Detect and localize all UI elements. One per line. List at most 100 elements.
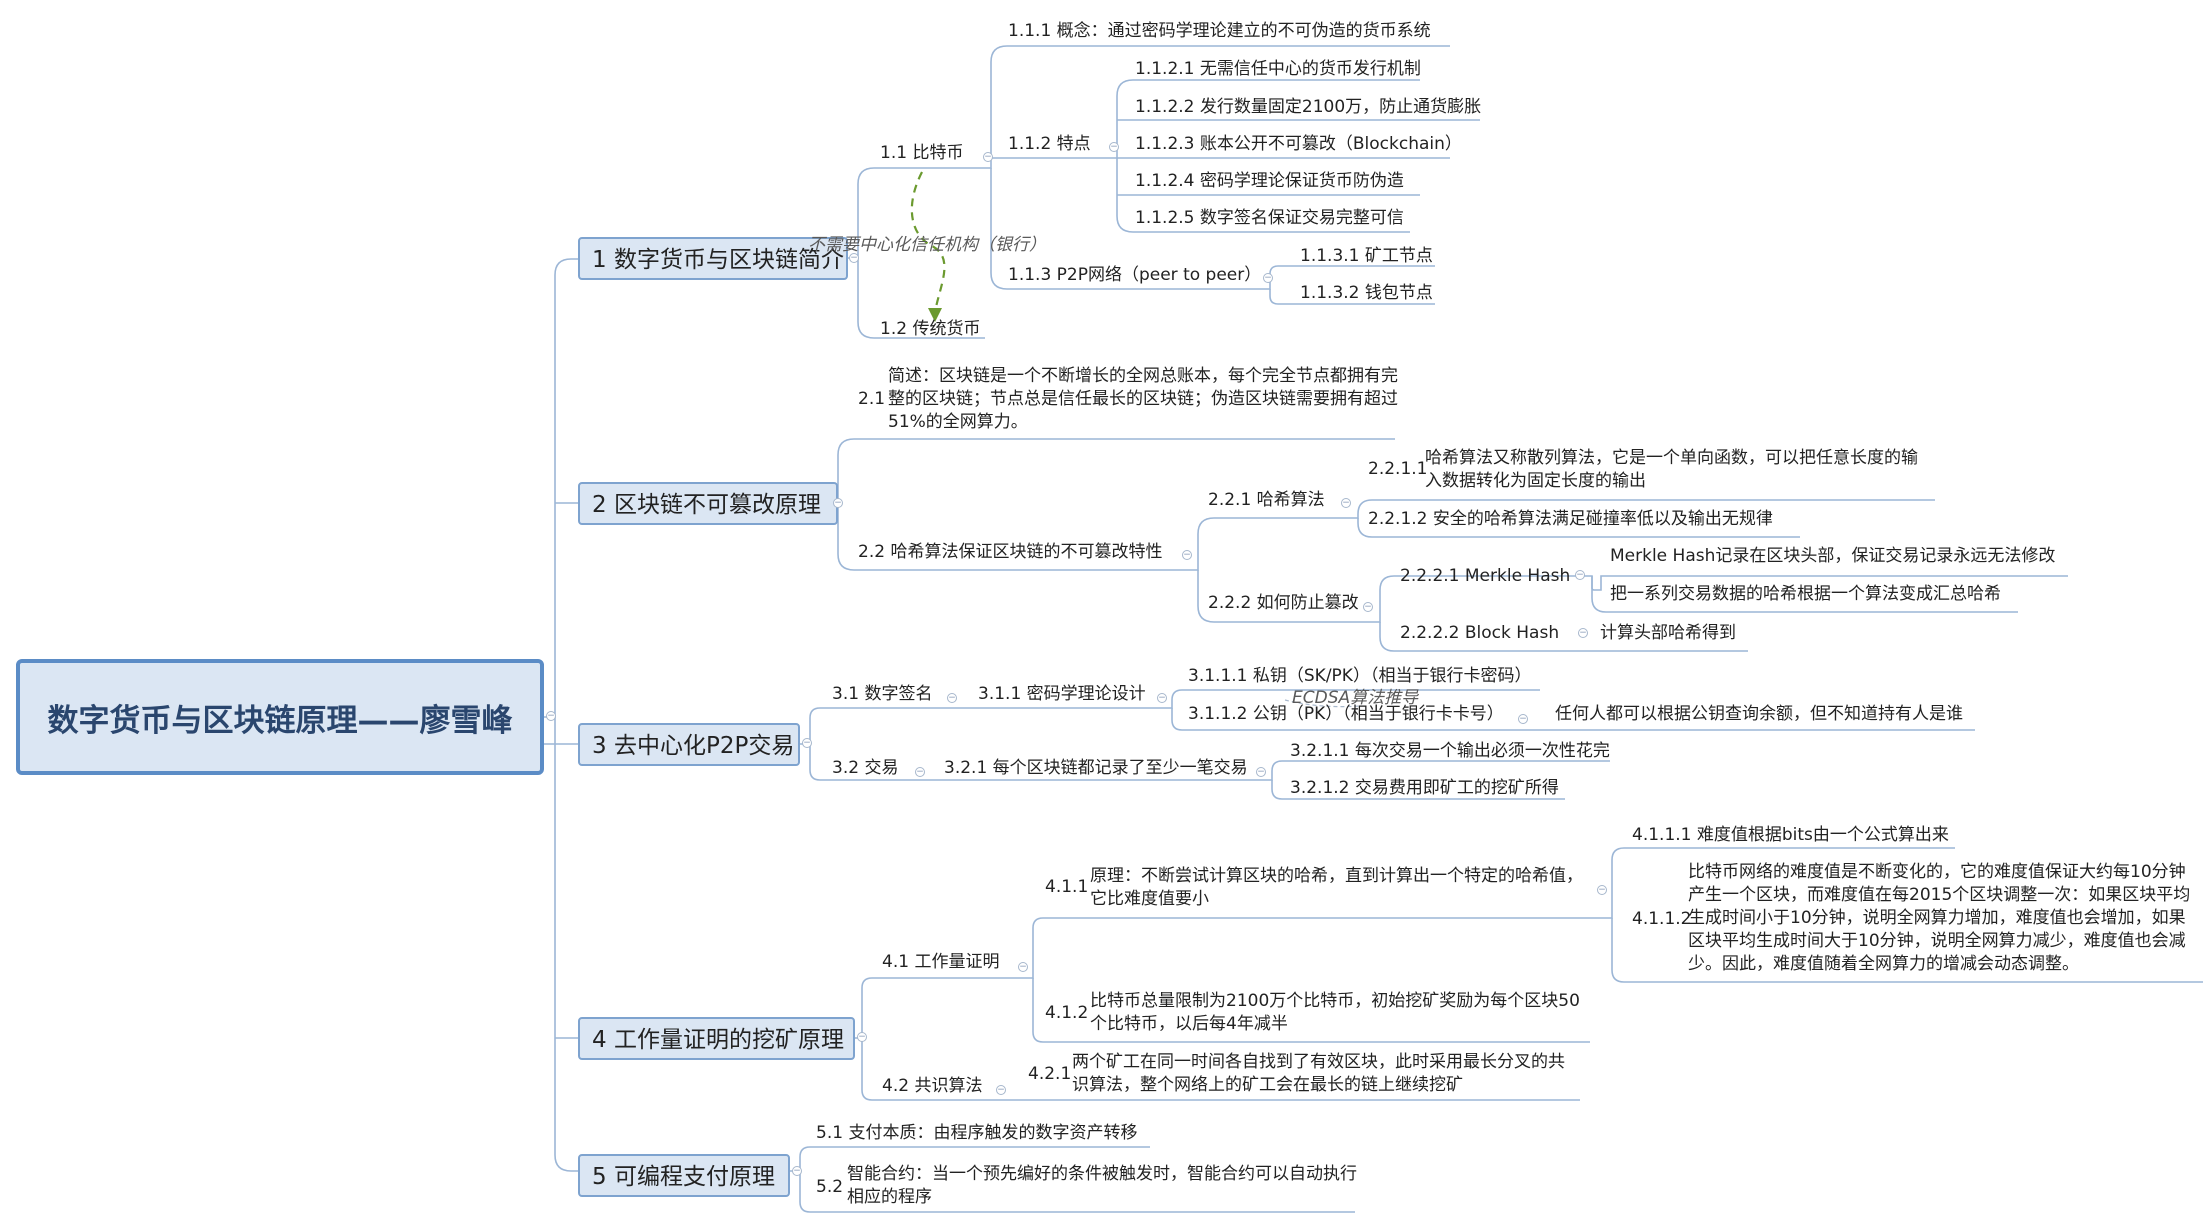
connector: [1025, 917, 1600, 979]
root-topic[interactable]: 数字货币与区块链原理——廖雪峰: [16, 659, 544, 775]
topic-2-2-2[interactable]: 2.2.2 如何防止篡改: [1208, 593, 1359, 613]
topic-3-1-1[interactable]: 3.1.1 密码学理论设计: [978, 684, 1146, 704]
topic-4-1-2-number: 4.1.2: [1045, 1003, 1089, 1023]
topic-2-1[interactable]: 简述：区块链是一个不断增长的全网总账本，每个完全节点都拥有完整的区块链；节点总是…: [888, 366, 1398, 432]
topic-3-2-1-1[interactable]: 3.2.1.1 每次交易一个输出必须一次性花完: [1290, 741, 1610, 761]
connector: [1197, 570, 1370, 623]
relationship-label[interactable]: 不需要中心化信任机构（银行）: [808, 235, 1046, 255]
topic-1-1-2[interactable]: 1.1.2 特点: [1008, 134, 1091, 154]
topic-4-1-1-2[interactable]: 比特币网络的难度值是不断变化的，它的难度值保证大约每10分钟产生一个区块，而难度…: [1688, 862, 2191, 974]
collapse-toggle-icon[interactable]: −: [1578, 628, 1588, 638]
collapse-toggle-icon[interactable]: −: [849, 253, 859, 263]
topic-2-2-2-2-a[interactable]: 计算头部哈希得到: [1600, 623, 1736, 643]
collapse-toggle-icon[interactable]: −: [1157, 693, 1167, 703]
topic-4-1-1[interactable]: 原理：不断尝试计算区块的哈希，直到计算出一个特定的哈希值，它比难度值要小: [1090, 866, 1583, 909]
collapse-toggle-icon[interactable]: −: [546, 711, 556, 721]
branch-3-topic[interactable]: 3 去中心化P2P交易: [578, 723, 800, 766]
connector: [857, 258, 985, 339]
connector: [1116, 158, 1410, 233]
connector: [1106, 79, 1420, 159]
topic-4-1-1-1[interactable]: 4.1.1.1 难度值根据bits由一个公式算出来: [1632, 825, 1949, 845]
collapse-toggle-icon[interactable]: −: [1341, 498, 1351, 508]
connector: [790, 1146, 1150, 1172]
branch-5-label: 5 可编程支付原理: [592, 1164, 775, 1190]
topic-1-1[interactable]: 1.1 比特币: [880, 143, 964, 163]
topic-1-1-3[interactable]: 1.1.3 P2P网络（peer to peer）: [1008, 265, 1262, 285]
collapse-toggle-icon[interactable]: −: [1109, 142, 1119, 152]
topic-1-1-2-1[interactable]: 1.1.2.1 无需信任中心的货币发行机制: [1135, 59, 1421, 79]
topic-1-1-2-4[interactable]: 1.1.2.4 密码学理论保证货币防伪造: [1135, 171, 1404, 191]
connector: [799, 1171, 1355, 1213]
topic-4-2-1[interactable]: 两个矿工在同一时间各自找到了有效区块，此时采用最长分叉的共识算法，整个网络上的矿…: [1072, 1052, 1565, 1095]
topic-3-1-1-2[interactable]: 3.1.1.2 公钥（PK）（相当于银行卡卡号）: [1188, 704, 1504, 724]
branch-5-topic[interactable]: 5 可编程支付原理: [578, 1154, 790, 1197]
connector: [837, 503, 1190, 571]
topic-1-1-3-1[interactable]: 1.1.3.1 矿工节点: [1300, 246, 1433, 266]
collapse-toggle-icon[interactable]: −: [1518, 714, 1528, 724]
topic-2-2-2-1[interactable]: 2.2.2.1 Merkle Hash: [1400, 566, 1571, 586]
topic-1-1-1[interactable]: 1.1.1 概念：通过密码学理论建立的不可伪造的货币系统: [1008, 21, 1431, 41]
connector: [981, 45, 1450, 169]
collapse-toggle-icon[interactable]: −: [1363, 602, 1373, 612]
topic-1-1-3-2[interactable]: 1.1.3.2 钱包节点: [1300, 283, 1433, 303]
branch-4-topic[interactable]: 4 工作量证明的挖矿原理: [578, 1017, 855, 1060]
topic-1-2[interactable]: 1.2 传统货币: [880, 319, 981, 339]
topic-3-2-1[interactable]: 3.2.1 每个区块链都记录了至少一笔交易: [944, 758, 1248, 778]
connector: [1611, 918, 2203, 983]
branch-1-topic[interactable]: 1 数字货币与区块链简介: [578, 237, 848, 280]
collapse-toggle-icon[interactable]: −: [1575, 570, 1585, 580]
connector: [1262, 760, 1610, 781]
topic-5-1[interactable]: 5.1 支付本质：由程序触发的数字资产转移: [816, 1123, 1138, 1143]
connector: [554, 717, 578, 1172]
topic-4-1-2[interactable]: 比特币总量限制为2100万个比特币，初始挖矿奖励为每个区块50个比特币，以后每4…: [1090, 991, 1580, 1034]
collapse-toggle-icon[interactable]: −: [792, 1166, 802, 1176]
topic-4-1[interactable]: 4.1 工作量证明: [882, 952, 1000, 972]
collapse-toggle-icon[interactable]: −: [983, 152, 993, 162]
branch-3-label: 3 去中心化P2P交易: [592, 733, 795, 759]
topic-2-1-number: 2.1: [858, 389, 886, 409]
collapse-toggle-icon[interactable]: −: [857, 1032, 867, 1042]
collapse-toggle-icon[interactable]: −: [947, 693, 957, 703]
topic-3-1[interactable]: 3.1 数字签名: [832, 684, 933, 704]
topic-2-2-1-2[interactable]: 2.2.1.2 安全的哈希算法满足碰撞率低以及输出无规律: [1368, 509, 1773, 529]
topic-3-2[interactable]: 3.2 交易: [832, 758, 899, 778]
connector: [1379, 622, 1580, 652]
topic-2-2[interactable]: 2.2 哈希算法保证区块链的不可篡改特性: [858, 542, 1163, 562]
collapse-toggle-icon[interactable]: −: [1018, 962, 1028, 972]
collapse-toggle-icon[interactable]: −: [996, 1085, 1006, 1095]
topic-5-2[interactable]: 智能合约：当一个预先编好的条件被触发时，智能合约可以自动执行相应的程序: [847, 1164, 1357, 1207]
topic-3-2-1-2[interactable]: 3.2.1.2 交易费用即矿工的挖矿所得: [1290, 778, 1559, 798]
relationship-arrow[interactable]: [910, 171, 946, 313]
collapse-toggle-icon[interactable]: −: [833, 498, 843, 508]
collapse-toggle-icon[interactable]: −: [1263, 273, 1273, 283]
topic-4-1-1-number: 4.1.1: [1045, 877, 1089, 897]
topic-2-2-1[interactable]: 2.2.1 哈希算法: [1208, 490, 1325, 510]
topic-2-2-1-1-number: 2.2.1.1: [1368, 459, 1428, 479]
connector: [809, 744, 922, 781]
topic-4-2-1-number: 4.2.1: [1028, 1064, 1072, 1084]
topic-1-1-2-5[interactable]: 1.1.2.5 数字签名保证交易完整可信: [1135, 208, 1404, 228]
topic-4-1-1-2-number: 4.1.1.2: [1632, 909, 1692, 929]
branch-2-topic[interactable]: 2 区块链不可篡改原理: [578, 482, 838, 525]
topic-2-2-2-1-a[interactable]: Merkle Hash记录在区块头部，保证交易记录永远无法修改: [1610, 546, 2056, 566]
connector: [1269, 289, 1435, 305]
collapse-toggle-icon[interactable]: −: [1182, 550, 1192, 560]
relationship-arrowhead: [928, 308, 942, 322]
connector: [861, 1038, 1025, 1101]
topic-3-1-1-1[interactable]: 3.1.1.1 私钥（SK/PK）（相当于银行卡密码）: [1188, 666, 1532, 686]
connector: [1162, 689, 1540, 709]
collapse-toggle-icon[interactable]: −: [802, 738, 812, 748]
collapse-toggle-icon[interactable]: −: [915, 767, 925, 777]
topic-2-2-2-1-b[interactable]: 把一系列交易数据的哈希根据一个算法变成汇总哈希: [1610, 584, 2001, 604]
collapse-toggle-icon[interactable]: −: [1256, 767, 1266, 777]
connector: [800, 707, 955, 745]
topic-1-1-2-3[interactable]: 1.1.2.3 账本公开不可篡改（Blockchain）: [1135, 134, 1462, 154]
collapse-toggle-icon[interactable]: −: [1597, 885, 1607, 895]
topic-2-2-2-2[interactable]: 2.2.2.2 Block Hash: [1400, 623, 1560, 643]
topic-1-1-2-2[interactable]: 1.1.2.2 发行数量固定2100万，防止通货膨胀: [1135, 97, 1482, 117]
relationship-label-ecdsa[interactable]: ECDSA算法推导: [1292, 688, 1419, 708]
topic-2-2-1-1[interactable]: 哈希算法又称散列算法，它是一个单向函数，可以把任意长度的输入数据转化为固定长度的…: [1425, 448, 1918, 491]
topic-4-2[interactable]: 4.2 共识算法: [882, 1076, 983, 1096]
connector: [1591, 576, 2018, 613]
topic-3-1-1-2-a[interactable]: 任何人都可以根据公钥查询余额，但不知道持有人是谁: [1555, 704, 1963, 724]
